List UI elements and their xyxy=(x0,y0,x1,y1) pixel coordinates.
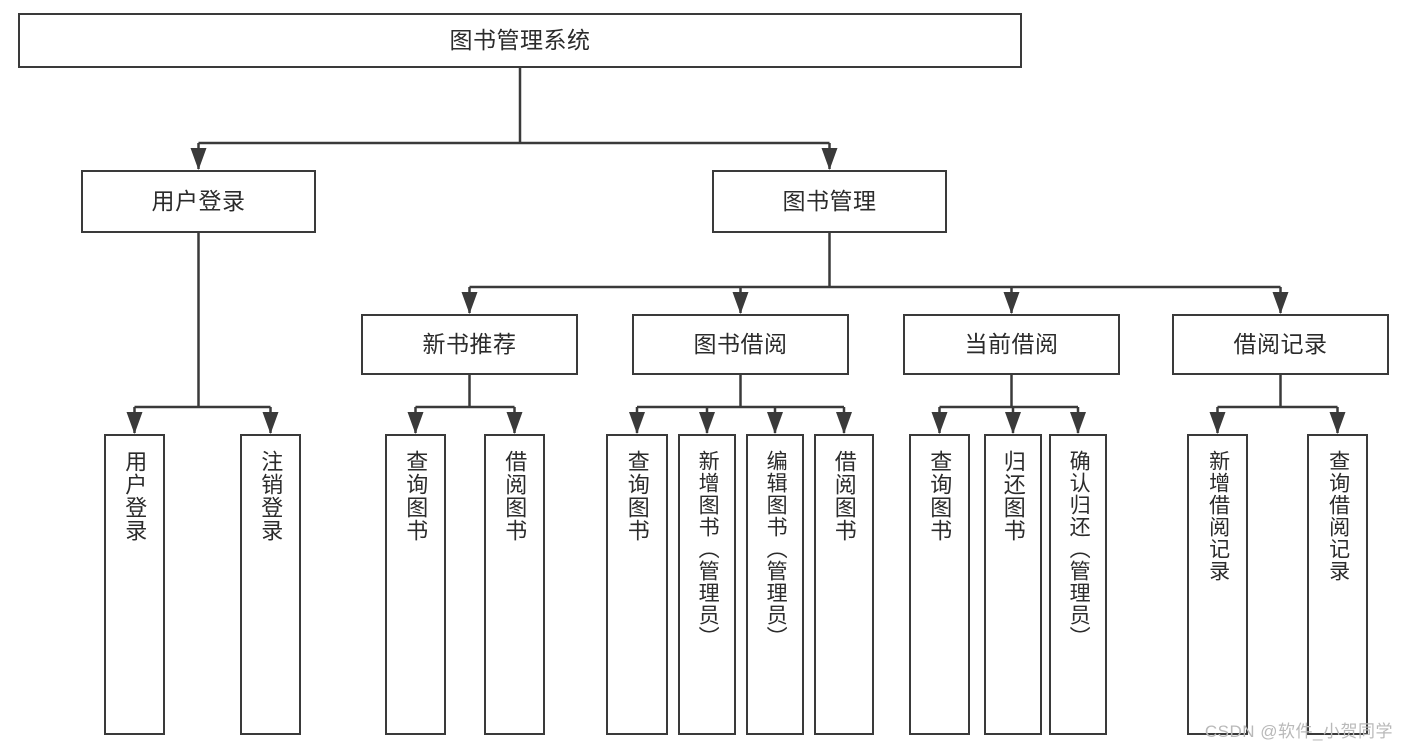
node-label: 用户登录 xyxy=(151,187,246,214)
node-leaf-rec-borrow[interactable]: 借阅图书 xyxy=(484,434,545,735)
arrow-head-icon xyxy=(629,412,645,434)
arrow-head-icon xyxy=(190,148,207,170)
node-label: 借阅记录 xyxy=(1233,330,1328,357)
node-label: 查询图书 xyxy=(927,450,953,542)
node-leaf-bb-query[interactable]: 查询图书 xyxy=(606,434,668,735)
node-label: 查询图书 xyxy=(624,450,650,542)
node-label: 新增图书（管理员） xyxy=(696,450,720,648)
arrow-head-icon xyxy=(699,412,715,434)
arrow-head-icon xyxy=(1070,412,1086,434)
node-leaf-cb-return[interactable]: 归还图书 xyxy=(984,434,1042,735)
arrow-head-icon xyxy=(262,412,279,434)
node-label: 查询借阅记录 xyxy=(1326,450,1350,582)
arrow-head-icon xyxy=(732,292,749,314)
arrow-head-icon xyxy=(767,412,783,434)
node-label: 图书管理系统 xyxy=(449,26,591,53)
node-label: 归还图书 xyxy=(1000,450,1026,542)
node-leaf-bb-edit[interactable]: 编辑图书（管理员） xyxy=(746,434,804,735)
node-leaf-br-add[interactable]: 新增借阅记录 xyxy=(1187,434,1248,735)
node-label: 确认归还（管理员） xyxy=(1067,450,1091,648)
node-leaf-br-query[interactable]: 查询借阅记录 xyxy=(1307,434,1368,735)
node-leaf-cb-confirm[interactable]: 确认归还（管理员） xyxy=(1049,434,1107,735)
arrow-head-icon xyxy=(407,412,424,434)
node-borrow-record[interactable]: 借阅记录 xyxy=(1172,314,1389,375)
node-label: 新书推荐 xyxy=(422,330,517,357)
node-leaf-bb-add[interactable]: 新增图书（管理员） xyxy=(678,434,736,735)
node-label: 当前借阅 xyxy=(964,330,1059,357)
node-new-book-rec[interactable]: 新书推荐 xyxy=(361,314,578,375)
arrow-head-icon xyxy=(931,412,948,434)
arrow-head-icon xyxy=(1005,412,1021,434)
arrow-head-icon xyxy=(1003,292,1020,314)
arrow-head-icon xyxy=(1209,412,1226,434)
node-leaf-cb-query[interactable]: 查询图书 xyxy=(909,434,970,735)
arrow-head-icon xyxy=(506,412,523,434)
node-current-borrow[interactable]: 当前借阅 xyxy=(903,314,1120,375)
node-label: 查询图书 xyxy=(403,450,429,542)
node-root[interactable]: 图书管理系统 xyxy=(18,13,1022,68)
watermark: CSDN @软件_小贺同学 xyxy=(1204,722,1393,741)
arrow-head-icon xyxy=(126,412,143,434)
node-book-manage[interactable]: 图书管理 xyxy=(712,170,947,233)
node-label: 图书借阅 xyxy=(693,330,788,357)
node-leaf-logout[interactable]: 注销登录 xyxy=(240,434,301,735)
arrow-head-icon xyxy=(461,292,478,314)
node-label: 借阅图书 xyxy=(831,450,857,542)
node-leaf-rec-query[interactable]: 查询图书 xyxy=(385,434,446,735)
arrow-head-icon xyxy=(1329,412,1346,434)
node-label: 用户登录 xyxy=(122,450,148,542)
node-leaf-user-login[interactable]: 用户登录 xyxy=(104,434,165,735)
node-user-login[interactable]: 用户登录 xyxy=(81,170,316,233)
node-label: 新增借阅记录 xyxy=(1206,450,1230,582)
arrow-head-icon xyxy=(1272,292,1289,314)
node-label: 注销登录 xyxy=(258,450,284,542)
arrow-head-icon xyxy=(821,148,838,170)
node-label: 图书管理 xyxy=(782,187,877,214)
node-book-borrow[interactable]: 图书借阅 xyxy=(632,314,849,375)
node-leaf-bb-borrow[interactable]: 借阅图书 xyxy=(814,434,874,735)
arrow-head-icon xyxy=(836,412,852,434)
node-label: 编辑图书（管理员） xyxy=(764,450,788,648)
node-label: 借阅图书 xyxy=(502,450,528,542)
